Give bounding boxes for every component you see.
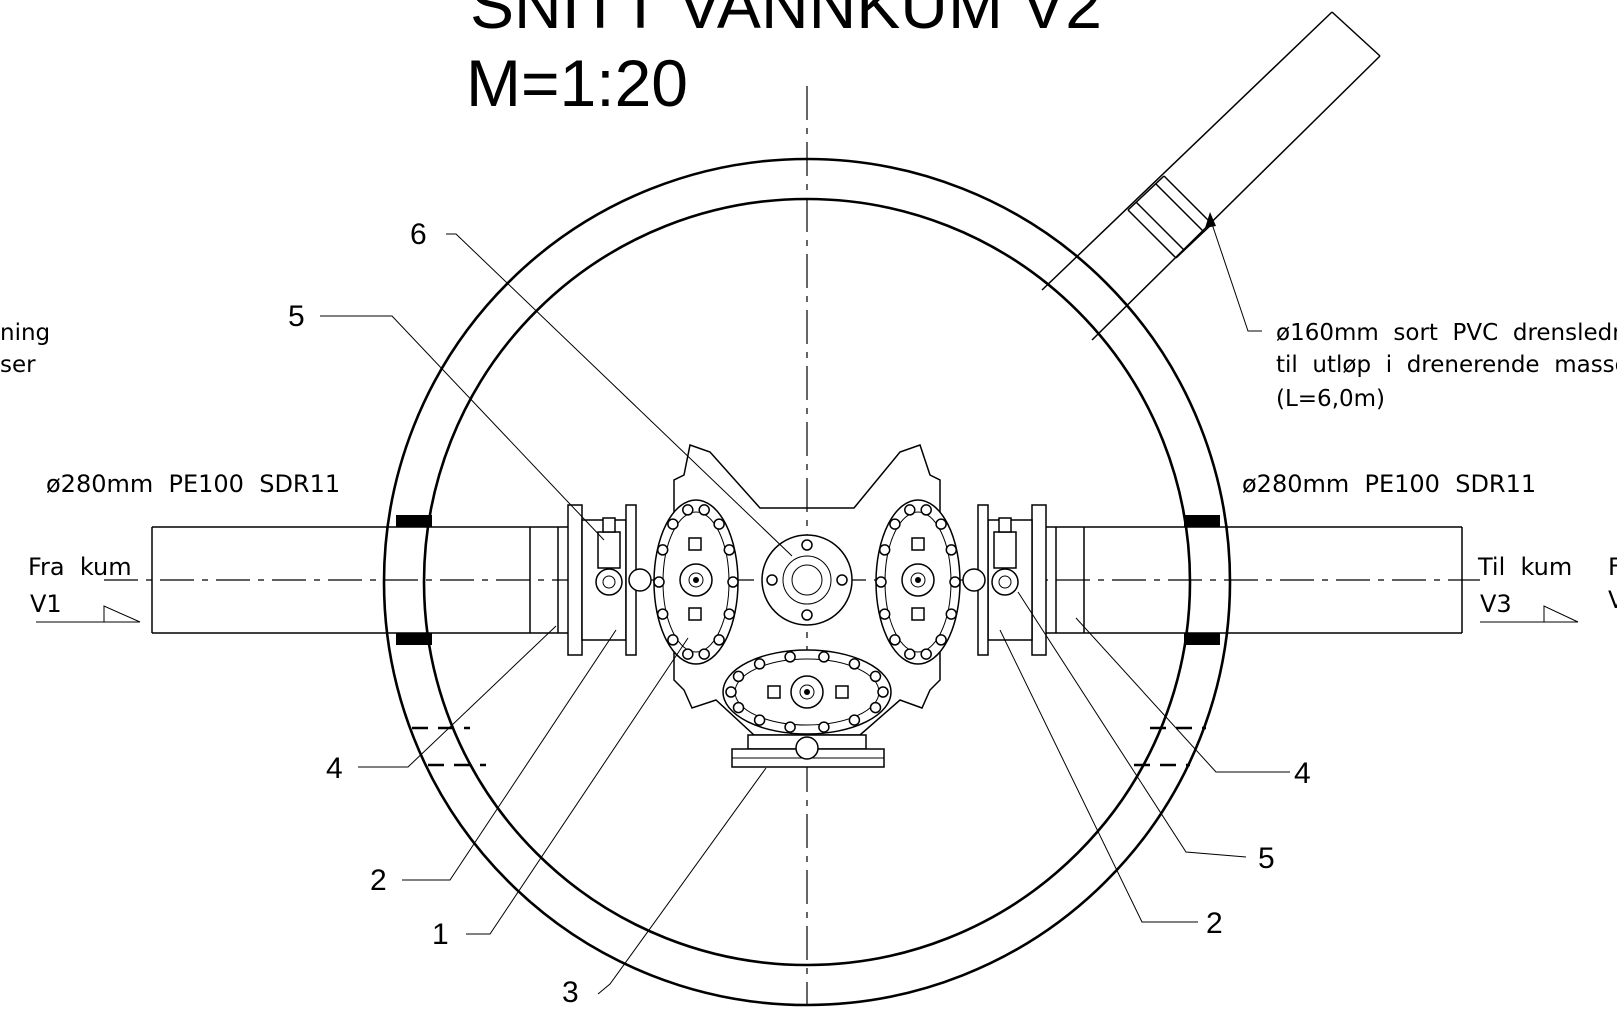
callout-1: 1 xyxy=(432,918,449,951)
flange-bolt xyxy=(904,648,916,660)
flange-bolt xyxy=(727,576,739,588)
flange-bolt xyxy=(713,518,725,530)
cropped-right-text-1: F xyxy=(1608,553,1617,581)
flange-bolt xyxy=(945,544,958,556)
flange-bolt xyxy=(875,576,887,588)
right-pipe-spec-label: ø280mm PE100 SDR11 xyxy=(1242,470,1536,498)
callout-leaders xyxy=(320,212,1290,995)
flange-bolt xyxy=(869,670,882,683)
right-flow-label-manhole: V3 xyxy=(1480,590,1512,618)
flange-bolt xyxy=(945,608,958,620)
flow-arrows xyxy=(36,605,1579,623)
flange-bolt xyxy=(723,544,736,556)
right-pipe xyxy=(977,504,1463,656)
flange-bolt xyxy=(877,686,889,698)
flange-bolt xyxy=(878,544,891,556)
left-pipe-spec-label: ø280mm PE100 SDR11 xyxy=(46,470,340,498)
left-flow-label-manhole: V1 xyxy=(30,590,62,618)
callout-6: 6 xyxy=(410,218,427,251)
wall-seals xyxy=(396,515,1220,645)
left-gate-valve xyxy=(653,499,739,665)
flange-bolt xyxy=(848,658,861,670)
support-dashed-lines xyxy=(412,726,1206,767)
flange-bolt xyxy=(920,504,932,516)
flange-bolt xyxy=(753,658,766,670)
flange-bolt xyxy=(732,701,745,714)
drawing-scale: M=1:20 xyxy=(466,46,688,120)
callout-3: 3 xyxy=(562,976,579,1009)
right-gate-valve xyxy=(875,499,961,665)
bottom-gate-valve xyxy=(722,649,892,760)
callout-5-left: 5 xyxy=(288,300,305,333)
flange-bolt xyxy=(920,648,932,660)
flange-bolt xyxy=(904,504,916,516)
flange-bolt xyxy=(682,504,694,516)
flange-bolt xyxy=(949,576,961,588)
callout-2-right: 2 xyxy=(1206,907,1223,940)
flange-bolt xyxy=(653,576,665,588)
flange-bolt xyxy=(667,518,679,530)
flange-bolt xyxy=(784,651,796,663)
right-air-valve xyxy=(962,517,1019,596)
left-air-valve xyxy=(595,517,652,596)
callout-4-left: 4 xyxy=(326,752,343,785)
cropped-right-text-2: V xyxy=(1608,586,1617,614)
flange-bolt xyxy=(878,608,891,620)
right-flow-label-to: Til kum xyxy=(1477,553,1572,581)
flange-bolt xyxy=(698,648,710,660)
flange-bolt xyxy=(889,518,901,530)
callout-4-right: 4 xyxy=(1294,757,1311,790)
flange-bolt xyxy=(935,518,947,530)
drain-pipe xyxy=(1041,11,1381,341)
flange-bolt xyxy=(698,504,710,516)
flange-bolt xyxy=(682,648,694,660)
flange-bolt xyxy=(732,670,745,683)
flange-bolt xyxy=(935,634,947,646)
flange-bolt xyxy=(656,544,669,556)
flange-bolt xyxy=(818,651,830,663)
flange-bolt xyxy=(725,686,737,698)
flange-bolt xyxy=(713,634,725,646)
flange-bolt xyxy=(667,634,679,646)
flange-bolt xyxy=(818,721,830,733)
left-flow-label-from: Fra kum xyxy=(28,553,132,581)
flange-bolt xyxy=(848,714,861,726)
drawing-title: SNITT VANNKUM V2 xyxy=(470,0,1102,42)
cropped-left-note-2: ser xyxy=(0,352,36,378)
flange-bolt xyxy=(656,608,669,620)
flange-bolt xyxy=(889,634,901,646)
callout-2-left: 2 xyxy=(370,864,387,897)
cropped-left-note-1: ning xyxy=(0,320,50,346)
flange-bolt xyxy=(753,714,766,726)
flange-bolt xyxy=(869,701,882,714)
drain-note-line-1: ø160mm sort PVC drensledni xyxy=(1276,320,1617,346)
drain-note-line-2: til utløp i drenerende masse xyxy=(1276,352,1617,378)
callout-5-right: 5 xyxy=(1258,842,1275,875)
center-outlet-flange xyxy=(761,534,853,626)
drain-note-line-3: (L=6,0m) xyxy=(1276,386,1385,412)
flange-bolt xyxy=(723,608,736,620)
flange-bolt xyxy=(784,721,796,733)
